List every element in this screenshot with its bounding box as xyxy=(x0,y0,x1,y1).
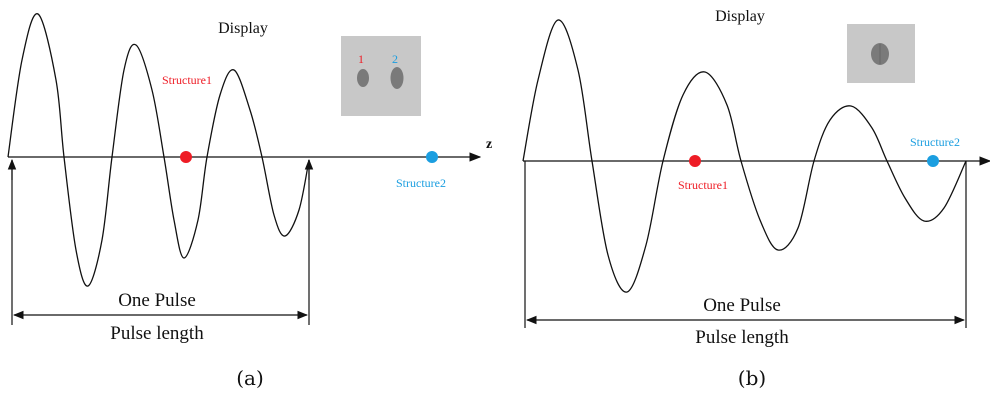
panel-b: One Pulse Pulse length Structure1 Struct… xyxy=(522,8,990,390)
panel-b-structure1-dot xyxy=(689,155,701,167)
panel-a-caption: (a) xyxy=(236,366,264,390)
panel-b-pulse-wave xyxy=(522,19,967,293)
panel-b-structure1-label: Structure1 xyxy=(678,178,728,192)
panel-b-caption: (b) xyxy=(738,366,766,390)
panel-a-pulse-wave xyxy=(7,13,310,287)
panel-a: z One Pulse Pulse length Structure1 Stru… xyxy=(7,13,492,390)
panel-b-pulse-length-label: Pulse length xyxy=(695,327,789,348)
panel-a-display-blob-2 xyxy=(390,67,404,89)
panel-a-display-marker-2: 2 xyxy=(392,52,398,66)
panel-b-display-label: Display xyxy=(715,8,765,25)
panel-a-display-label: Display xyxy=(218,20,268,37)
panel-a-structure2-label: Structure2 xyxy=(396,176,446,190)
panel-b-one-pulse-label: One Pulse xyxy=(703,295,781,316)
panel-a-one-pulse-label: One Pulse xyxy=(118,290,196,311)
panel-b-structure2-dot xyxy=(927,155,939,167)
panel-a-display-blob-1 xyxy=(357,69,369,87)
panel-a-structure2-dot xyxy=(426,151,438,163)
panel-a-axis-label: z xyxy=(486,137,492,152)
panel-a-pulse-length-label: Pulse length xyxy=(110,323,204,344)
panel-a-structure1-dot xyxy=(180,151,192,163)
panel-a-display-marker-1: 1 xyxy=(358,52,364,66)
panel-a-structure1-label: Structure1 xyxy=(162,73,212,87)
panel-b-structure2-label: Structure2 xyxy=(910,135,960,149)
panel-a-display-image xyxy=(341,36,421,116)
